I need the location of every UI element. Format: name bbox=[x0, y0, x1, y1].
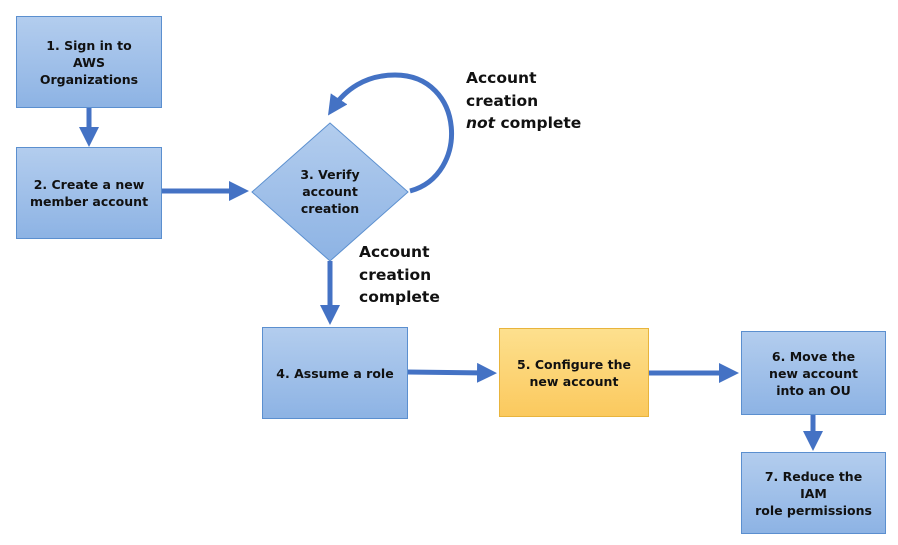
label-not-complete-rest: complete bbox=[495, 114, 582, 132]
arrow-step4-to-step5 bbox=[406, 362, 497, 383]
label-not-complete-line1: Account bbox=[466, 69, 537, 87]
label-not-emphasis: not bbox=[466, 114, 496, 132]
step-assume-role-label: 4. Assume a role bbox=[276, 365, 394, 381]
label-complete-line2: creation bbox=[359, 265, 432, 284]
step-create-account-box: 2. Create a new member account bbox=[16, 147, 162, 239]
label-complete-line1: Account bbox=[359, 243, 430, 261]
step-assume-role-box: 4. Assume a role bbox=[262, 327, 408, 419]
step-create-account-label: 2. Create a new member account bbox=[29, 177, 149, 209]
label-complete-line3: complete bbox=[359, 288, 440, 306]
label-not-complete-line2: creation bbox=[466, 91, 539, 110]
label-not-complete: Account creation not complete bbox=[466, 67, 581, 135]
step-reduce-permissions-box: 7. Reduce the IAM role permissions bbox=[741, 452, 886, 534]
step-move-to-ou-box: 6. Move the new account into an OU bbox=[741, 331, 886, 415]
label-not-complete-line3: not complete bbox=[466, 112, 581, 135]
step-sign-in-box: 1. Sign in to AWS Organizations bbox=[16, 16, 162, 108]
label-complete: Account creation complete bbox=[359, 241, 440, 309]
arrow-loop-not-complete bbox=[328, 72, 454, 194]
step-move-to-ou-label: 6. Move the new account into an OU bbox=[769, 348, 858, 398]
step-verify-label: 3. Verify account creation bbox=[300, 167, 360, 216]
step-sign-in-label: 1. Sign in to AWS Organizations bbox=[39, 37, 139, 87]
step-reduce-permissions-label: 7. Reduce the IAM role permissions bbox=[755, 468, 872, 518]
step-configure-account-box: 5. Configure the new account bbox=[499, 328, 649, 417]
step-configure-account-label: 5. Configure the new account bbox=[517, 356, 631, 389]
